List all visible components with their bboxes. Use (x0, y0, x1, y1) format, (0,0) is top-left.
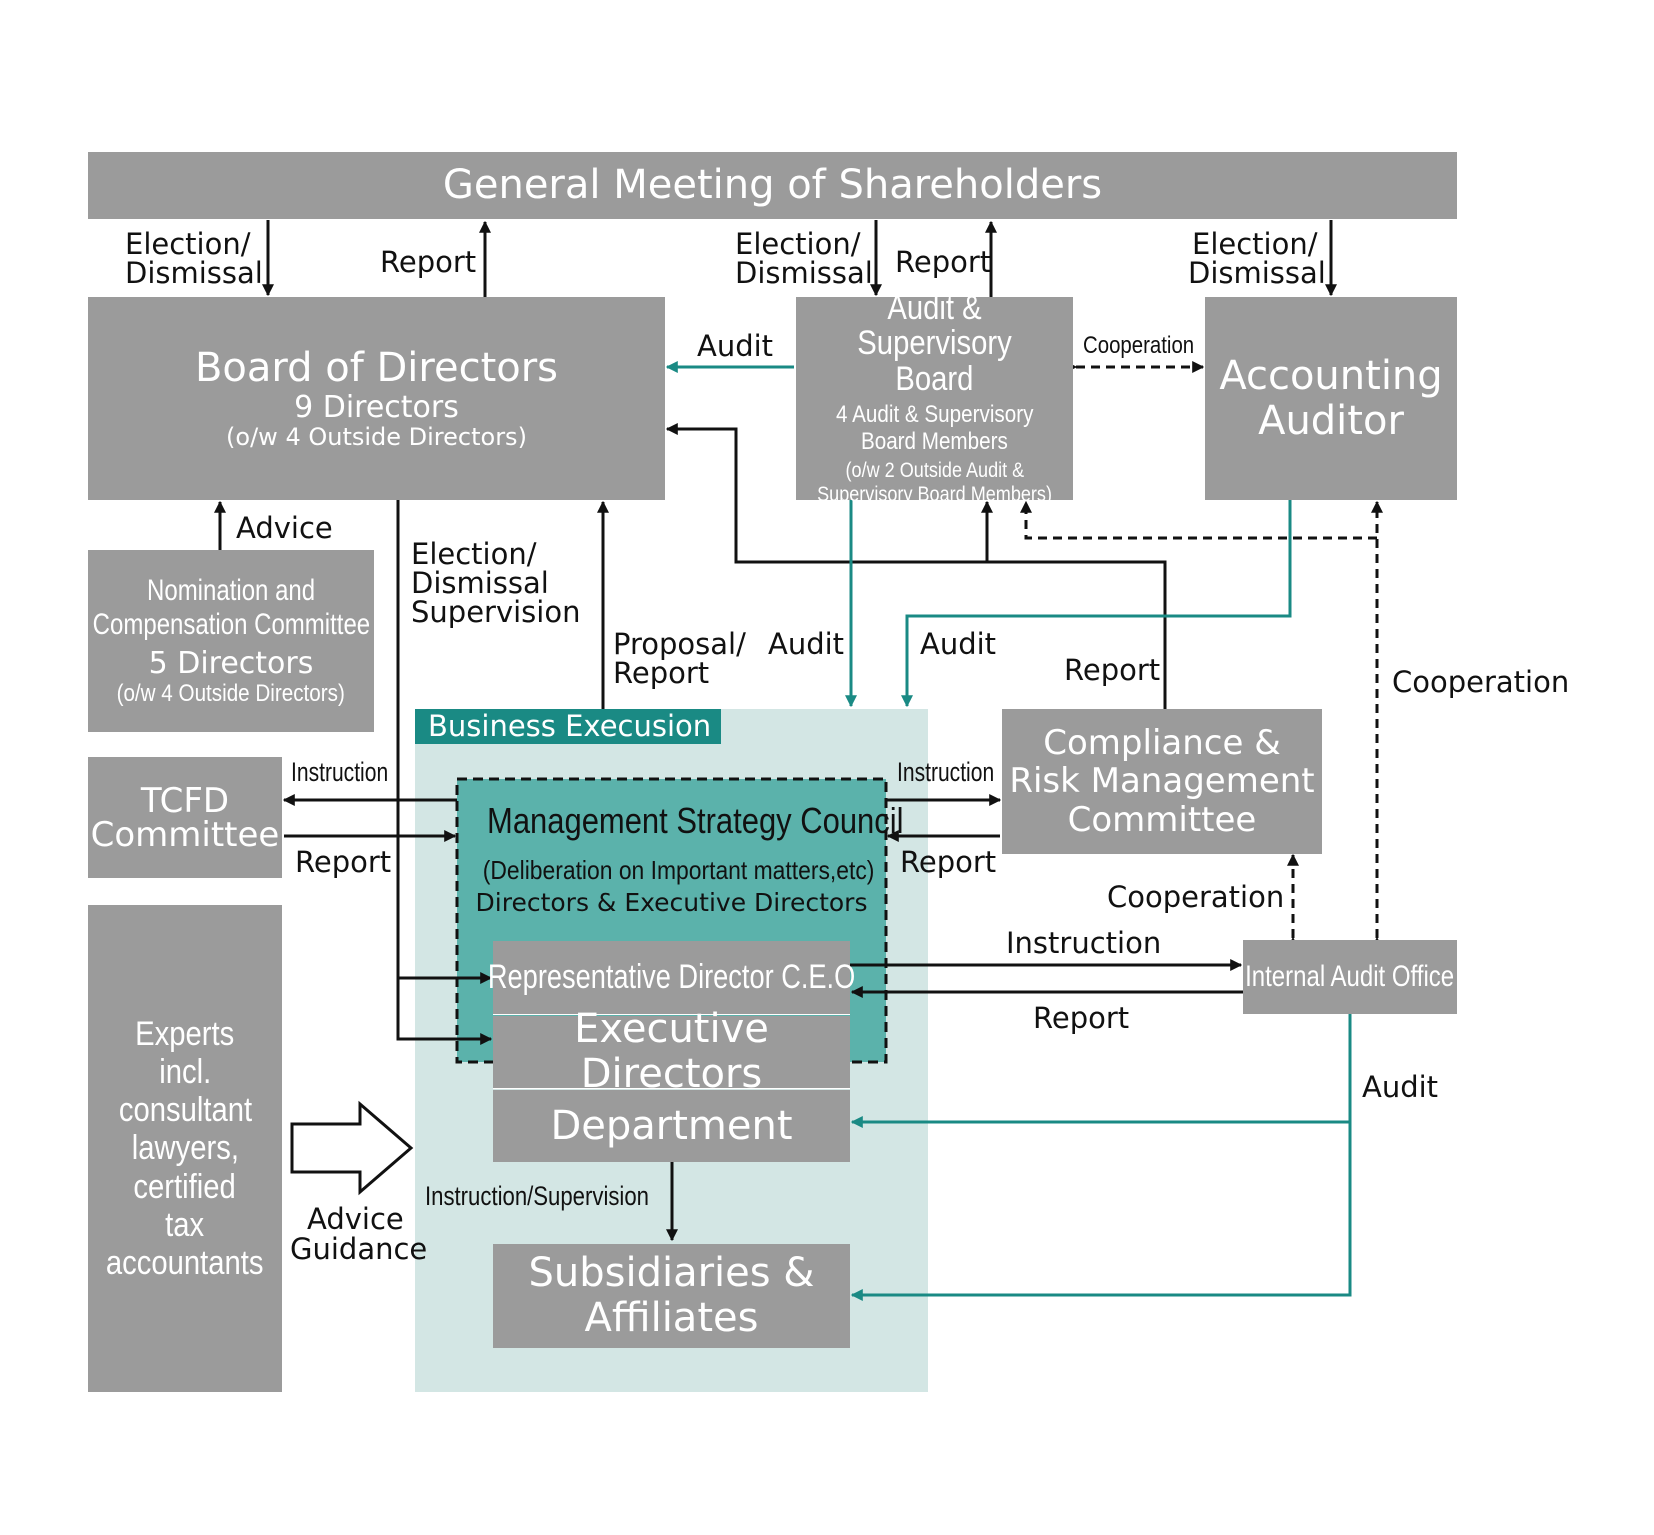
nomination-line-2: Compensation Committee (92, 607, 370, 641)
label-cooperation-right: Cooperation (1392, 665, 1570, 699)
advice-guidance-arrow (290, 1100, 414, 1196)
label-report-iao: Report (1033, 1001, 1130, 1035)
tcfd-line-1: TCFD (140, 780, 230, 821)
arrow-iao-subsidiaries-audit (850, 1122, 1352, 1301)
label-election-1b: Dismissal (125, 256, 263, 290)
accounting-line-2: Auditor (1258, 397, 1404, 444)
label-election-3b: Dismissal (1188, 256, 1326, 290)
nomination-committee-box: Nomination and Compensation Committee 5 … (88, 550, 374, 732)
board-directors-count: 9 Directors (294, 389, 459, 425)
label-audit-acc-down: Audit (920, 627, 997, 661)
compliance-line-3: Committee (1067, 799, 1257, 840)
label-report-2: Report (895, 245, 992, 279)
business-execution-banner (415, 709, 721, 744)
audit-supervisory-board-box: Audit & Supervisory Board 4 Audit & Supe… (796, 290, 1073, 506)
msc-title: Management Strategy Council (487, 800, 904, 841)
label-advice: Advice (236, 511, 333, 545)
ceo-box: Representative Director C.E.O (488, 941, 855, 1014)
general-meeting-title: General Meeting of Shareholders (442, 162, 1103, 209)
internal-audit-title: Internal Audit Office (1245, 960, 1455, 994)
connectors (214, 220, 1383, 1301)
label-advice-guidance-2: Guidance (290, 1232, 428, 1266)
nomination-line-3: 5 Directors (148, 646, 314, 682)
label-election-3a: Election/ (1192, 227, 1318, 261)
label-cooperation-top: Cooperation (1083, 332, 1195, 359)
experts-line-6: tax (165, 1205, 205, 1244)
compliance-line-1: Compliance & (1043, 723, 1281, 764)
board-of-directors-box: Board of Directors 9 Directors (o/w 4 Ou… (88, 297, 665, 500)
label-report-tcfd: Report (295, 845, 392, 879)
arrow-compliance-board-report (665, 423, 1167, 709)
asb-outside-2: Supervisory Board Members) (817, 482, 1052, 506)
arrow-cooperation-asb (1020, 500, 1377, 540)
subsidiaries-line-1: Subsidiaries & (528, 1250, 815, 1297)
label-eds-2: Dismissal (411, 566, 549, 600)
board-outside-directors: (o/w 4 Outside Directors) (226, 423, 527, 452)
nomination-line-1: Nomination and (146, 574, 316, 608)
label-instruction-iao: Instruction (1006, 926, 1162, 960)
experts-line-3: consultant (118, 1091, 252, 1130)
label-instruction-compliance: Instruction (897, 757, 995, 787)
experts-line-4: lawyers, (131, 1129, 239, 1168)
experts-box: Experts incl. consultant lawyers, certif… (88, 905, 282, 1392)
msc-members: Directors & Executive Directors (475, 888, 868, 917)
asb-title-1: Audit & Supervisory (857, 288, 1012, 363)
label-report-compliance-msc: Report (900, 845, 997, 879)
experts-line-5: certified (133, 1167, 237, 1206)
compliance-committee-box: Compliance & Risk Management Committee (1002, 709, 1322, 854)
experts-line-7: accountants (106, 1243, 264, 1282)
arrow-board-exec (396, 978, 493, 1045)
compliance-line-2: Risk Management (1009, 761, 1315, 802)
label-election-2b: Dismissal (735, 256, 873, 290)
asb-outside-1: (o/w 2 Outside Audit & (845, 459, 1024, 483)
label-instruction-supervision: Instruction/Supervision (425, 1181, 649, 1211)
department-title: Department (550, 1102, 793, 1149)
label-audit-iao: Audit (1362, 1070, 1439, 1104)
asb-title-2: Board (895, 359, 974, 398)
label-eds-3: Supervision (411, 595, 581, 629)
label-advice-guidance-1: Advice (307, 1202, 404, 1236)
label-report-1: Report (380, 245, 477, 279)
nomination-line-4: (o/w 4 Outside Directors) (116, 679, 346, 707)
department-box: Department (493, 1090, 850, 1162)
asb-members-2: Board Members (861, 427, 1008, 455)
subsidiaries-line-2: Affiliates (584, 1295, 759, 1341)
msc-deliberation: (Deliberation on Important matters,etc) (482, 855, 875, 885)
board-title: Board of Directors (194, 344, 559, 391)
label-instruction-tcfd: Instruction (291, 757, 389, 787)
asb-members-1: 4 Audit & Supervisory (835, 400, 1034, 428)
experts-line-2: incl. (158, 1053, 212, 1092)
internal-audit-office-box: Internal Audit Office (1243, 940, 1457, 1014)
label-audit-board: Audit (697, 329, 774, 363)
label-proposal-1: Proposal/ (613, 627, 746, 661)
label-cooperation-mid: Cooperation (1107, 880, 1285, 914)
label-proposal-2: Report (613, 656, 710, 690)
business-execution-label: Business Execusion (428, 709, 712, 743)
label-election-1a: Election/ (125, 227, 251, 261)
label-audit-asb-down: Audit (768, 627, 845, 661)
general-meeting-box: General Meeting of Shareholders (88, 152, 1457, 219)
accounting-line-1: Accounting (1219, 352, 1443, 399)
label-eds-1: Election/ (411, 537, 537, 571)
arrow-accounting-audit-down (901, 500, 1292, 708)
executive-directors-title: Executive Directors (574, 1006, 769, 1097)
tcfd-line-2: Committee (90, 814, 280, 855)
executive-directors-box: Executive Directors (493, 1007, 850, 1096)
tcfd-committee-box: TCFD Committee (88, 757, 282, 878)
label-report-compliance: Report (1064, 653, 1161, 687)
accounting-auditor-box: Accounting Auditor (1205, 297, 1457, 500)
experts-line-1: Experts (135, 1015, 235, 1054)
subsidiaries-box: Subsidiaries & Affiliates (493, 1244, 850, 1348)
label-election-2a: Election/ (735, 227, 861, 261)
ceo-title: Representative Director C.E.O (487, 958, 856, 997)
